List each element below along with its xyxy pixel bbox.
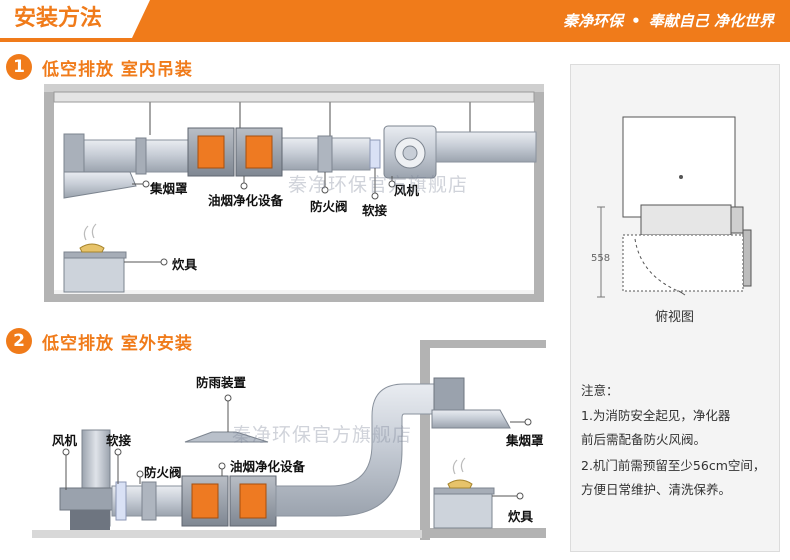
label-outdoor-soft-joint: 软接 [106,433,132,448]
section1-drawing [44,84,544,302]
building-wall [420,340,430,540]
ceiling [44,84,544,92]
section2-number-badge: 2 [6,328,32,354]
soft-joint [115,481,127,521]
label-purifier: 油烟净化设备 [208,193,284,208]
page-title: 安装方法 [0,0,150,38]
exhaust-hood [63,171,137,199]
label-hood: 集烟罩 [150,181,188,196]
top-view-door [742,229,752,287]
label-outdoor-fire-damper: 防火阀 [144,465,182,480]
stove [63,255,125,293]
soft-joint [369,139,381,169]
view-caption: 俯视图 [655,309,694,325]
section1-heading: 1 低空排放 室内吊装 [6,52,193,82]
fire-damper [141,481,157,521]
label-outdoor-hood: 集烟罩 [506,433,544,448]
label-outdoor-purifier: 油烟净化设备 [230,459,306,474]
top-view-body [622,116,736,218]
exhaust-duct [435,131,537,163]
note-line: 2.机门前需预留至少56cm空间， [581,458,766,473]
building-roof [420,340,546,348]
riser-duct [275,383,449,517]
top-view-drawing: 558 俯视图 [591,116,752,325]
watermark-bottom: 秦净环保官方旗舰店 [232,424,413,446]
rain-cap [184,431,269,443]
exhaust-hood [431,409,511,429]
slogan-brand: 秦净环保 [563,12,624,30]
section2-heading: 2 低空排放 室外安装 [6,326,193,356]
watermark-top: 秦净环保官方旗舰店 [288,174,469,196]
header-slogan: 秦净环保 • 奉献自己 净化世界 [563,0,774,42]
side-panel: 558 俯视图 注意： 1.为消防安全起见，净化器 前后需配备防火风阀。 2.机… [570,64,780,552]
note-line: 1.为消防安全起见，净化器 [581,408,731,423]
section2-drawing [32,340,546,540]
note-line: 前后需配备防火风阀。 [581,432,707,447]
section1-title: 低空排放 室内吊装 [42,59,193,80]
slogan-dot: • [631,12,641,30]
note-line: 方便日常维护、清洗保养。 [581,482,732,497]
right-wall [534,84,544,302]
slogan-motto: 奉献自己 净化世界 [648,12,774,30]
header-bar: 安装方法 秦净环保 • 奉献自己 净化世界 [0,0,790,42]
label-stove: 炊具 [172,257,198,272]
stove [433,491,493,529]
building-floor [420,528,546,538]
fire-damper [317,135,333,173]
floor-line [54,290,534,294]
note-title: 注意： [581,383,619,398]
label-rain-cap: 防雨装置 [196,375,247,390]
section2-title: 低空排放 室外安装 [42,333,193,354]
left-wall [44,84,54,302]
label-fan: 风机 [394,183,420,198]
label-fire-damper: 防火阀 [310,199,348,214]
dimension-558: 558 [591,253,610,264]
floor [44,292,544,302]
ground [32,530,422,538]
label-outdoor-stove: 炊具 [508,509,534,524]
section1-number-badge: 1 [6,54,32,80]
ceiling-slab [53,91,535,103]
label-soft-joint: 软接 [362,203,388,218]
top-view-unit [640,204,732,236]
label-outdoor-fan: 风机 [52,433,78,448]
